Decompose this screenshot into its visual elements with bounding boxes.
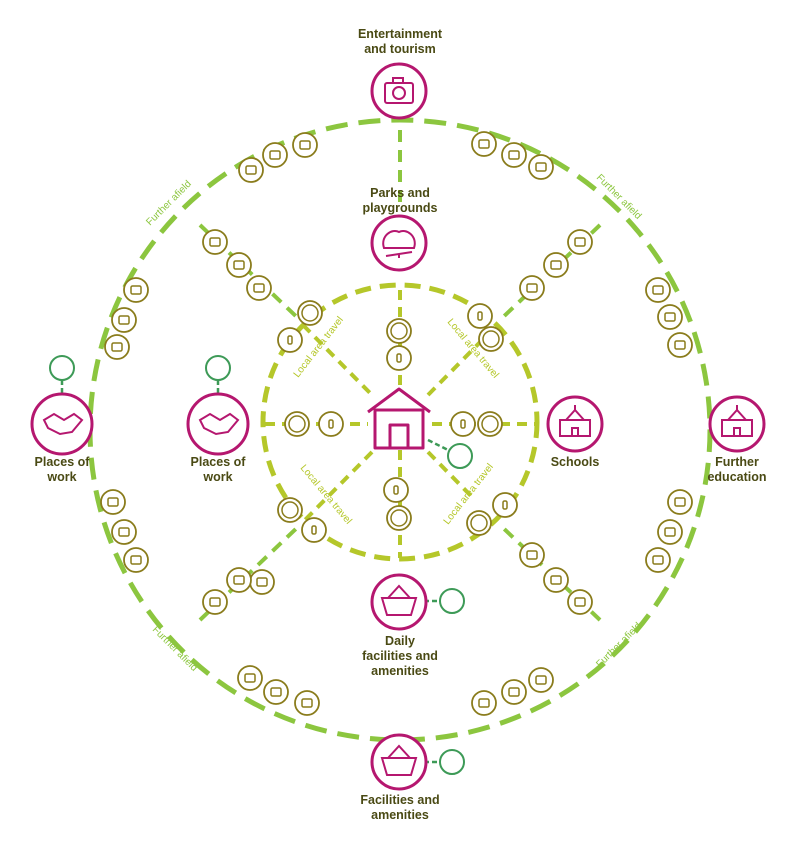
bus-icon [249,569,275,595]
dest-parks[interactable] [370,214,428,272]
dest-entertainment[interactable] [370,62,428,120]
car-icon [447,443,473,469]
label-further-education: Further education [707,455,767,484]
label-daily-facilities: Daily facilities and amenities [362,634,438,678]
dest-daily-facilities[interactable] [370,573,428,631]
car-icon [205,355,231,381]
train-icon [238,157,264,183]
bus-icon [292,132,318,158]
car-icon [501,142,527,168]
train-icon [645,547,671,573]
further-afield-label-top-right: Further afield [594,172,643,221]
walking-icon [318,411,344,437]
transport-badges [100,131,693,716]
wheel-icon [297,300,323,326]
wheel-icon [386,318,412,344]
car-icon [501,679,527,705]
train-icon [528,154,554,180]
bus-icon [528,667,554,693]
further-afield-label-bottom-right: Further afield [594,621,643,670]
camera-icon [384,77,414,104]
dest-work-inner[interactable] [186,392,250,456]
train-icon [237,665,263,691]
bus-icon [123,547,149,573]
wheel-icon [477,411,503,437]
train-icon [471,690,497,716]
car-icon [657,304,683,330]
train-icon [202,229,228,255]
walking-icon [492,492,518,518]
label-work-outer: Places of work [34,455,90,484]
bus-icon [226,252,252,278]
playground-icon [382,230,416,258]
car-icon [49,355,75,381]
dest-work-outer[interactable] [30,392,94,456]
car-icon [543,252,569,278]
handshake-icon [42,412,84,436]
dest-facilities[interactable] [370,733,428,791]
bus-icon [471,131,497,157]
car-icon [543,567,569,593]
handshake-icon [198,412,240,436]
car-icon [439,749,465,775]
train-icon [123,277,149,303]
label-facilities: Facilities and amenities [360,793,440,822]
walking-icon [301,517,327,543]
school-icon [721,405,753,437]
wheel-icon [386,505,412,531]
dest-further-education[interactable] [708,395,766,453]
local-area-ring [260,282,540,562]
walking-icon [450,411,476,437]
train-icon [100,489,126,515]
bus-icon [667,489,693,515]
walking-icon [467,303,493,329]
wheel-icon [277,497,303,523]
bus-icon [645,277,671,303]
wheel-icon [478,326,504,352]
house-icon[interactable] [367,387,431,450]
car-icon [111,519,137,545]
car-icon [111,307,137,333]
teal-car-circles [49,355,473,775]
wheel-icon [284,411,310,437]
bus-icon [104,334,130,360]
dest-schools[interactable] [546,395,604,453]
walking-icon [383,477,409,503]
train-icon [567,229,593,255]
car-icon [519,542,545,568]
train-icon [667,332,693,358]
label-parks: Parks and playgrounds [362,186,438,215]
label-entertainment: Entertainment and tourism [357,27,443,56]
label-work-inner: Places of work [190,455,246,484]
car-icon [439,588,465,614]
train-icon [567,589,593,615]
car-icon [519,275,545,301]
car-icon [263,679,289,705]
label-schools: Schools [550,455,600,469]
train-icon [202,589,228,615]
wheel-icon [466,510,492,536]
walking-icon [277,327,303,353]
car-icon [246,275,272,301]
walking-icon [386,345,412,371]
further-afield-label-bottom-left: Further afield [150,624,199,673]
car-icon [262,142,288,168]
car-icon [657,519,683,545]
basket-icon [380,744,418,776]
basket-icon [380,584,418,616]
car-icon [226,567,252,593]
school-icon [559,405,591,437]
bus-icon [294,690,320,716]
